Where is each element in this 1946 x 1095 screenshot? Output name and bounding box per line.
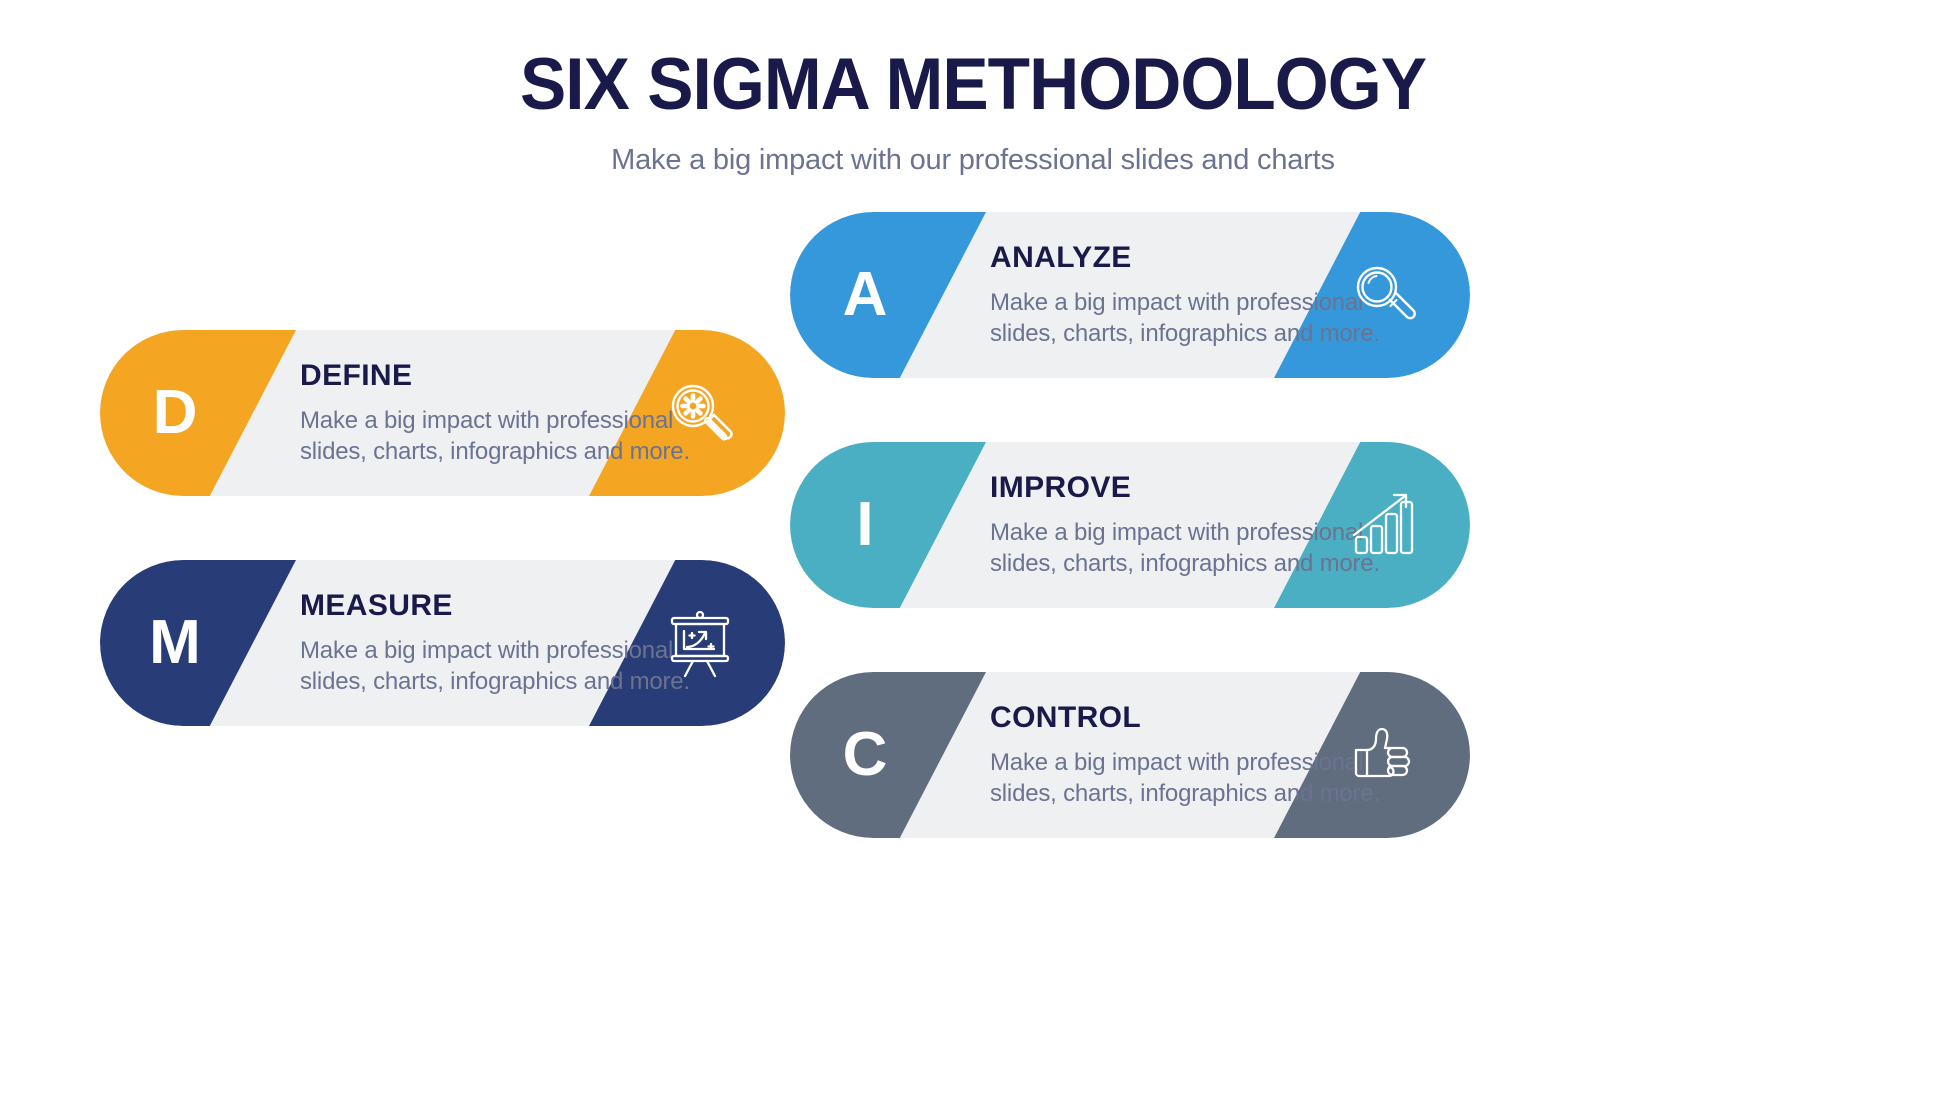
step-card-analyze[interactable]: A ANALYZE Make a big impact with profess… [790,212,1470,378]
step-title: DEFINE [300,358,413,392]
step-card-define[interactable]: D DEFINE Make a big impact with professi… [100,330,785,496]
card-text: MEASURE Make a big impact with professio… [300,560,730,726]
step-letter: M [149,608,201,677]
bar-chart-growth-icon [1274,442,1470,608]
step-letter: A [842,260,888,329]
presentation-chart-icon [589,560,785,726]
step-title: MEASURE [300,588,453,622]
step-title: IMPROVE [990,470,1132,504]
header: SIX SIGMA METHODOLOGY Make a big impact … [0,0,1946,178]
card-text: DEFINE Make a big impact with profession… [300,330,730,496]
card-panel [100,560,785,726]
card-panel [100,330,785,496]
step-card-improve[interactable]: I IMPROVE Make a big impact with profess… [790,442,1470,608]
step-card-control[interactable]: C CONTROL Make a big impact with profess… [790,672,1470,838]
step-description: Make a big impact with professional slid… [300,406,690,465]
step-description: Make a big impact with professional slid… [990,288,1380,347]
thumbs-up-icon [1274,672,1470,838]
step-letter: D [152,378,198,447]
step-title: CONTROL [990,700,1142,734]
step-letter: I [856,490,874,559]
step-description: Make a big impact with professional slid… [990,748,1380,807]
step-card-measure[interactable]: M MEASURE Make a big impact with profess… [100,560,785,726]
step-title: ANALYZE [990,240,1132,274]
step-description: Make a big impact with professional slid… [300,636,690,695]
step-description: Make a big impact with professional slid… [990,518,1380,577]
card-text: CONTROL Make a big impact with professio… [990,672,1390,838]
card-panel [790,672,1470,838]
card-panel [790,442,1470,608]
card-panel [790,212,1470,378]
magnifier-icon [1274,212,1470,378]
page-title: SIX SIGMA METHODOLOGY [519,44,1427,125]
card-text: ANALYZE Make a big impact with professio… [990,212,1390,378]
step-letter: C [842,720,888,789]
card-text: IMPROVE Make a big impact with professio… [990,442,1390,608]
page-subtitle: Make a big impact with our professional … [611,144,1335,176]
magnifier-gear-icon [589,330,785,496]
